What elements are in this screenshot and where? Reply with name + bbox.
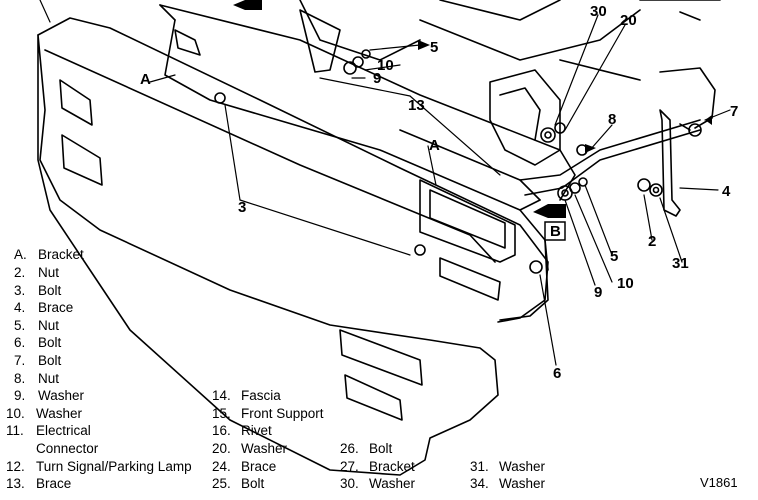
callout-31: 31 [672,255,689,272]
callout-9-top: 9 [373,70,381,87]
brace-4 [659,67,716,217]
callout-5-right: 5 [610,248,618,265]
callout-6: 6 [553,365,561,382]
legend-item: 27.Bracket [340,459,415,474]
legend-item: 4.Brace [14,300,74,315]
callout-7: 7 [730,103,738,120]
legend-item: 5.Nut [14,318,60,333]
legend-item: 7.Bolt [14,353,62,368]
callout-10-top: 10 [377,57,394,74]
callout-5-top: 5 [430,39,438,56]
legend-item: 20.Washer [212,441,288,456]
legend-item: 34.Washer [470,476,546,491]
legend-item: 8.Nut [14,371,60,386]
legend-item: 2.Nut [14,265,60,280]
direction-arrows [233,0,712,218]
callout-3: 3 [238,199,246,216]
legend-item: 13.Brace [6,476,72,491]
callout-13: 13 [408,97,425,114]
legend-item: 12.Turn Signal/Parking Lamp [6,459,192,474]
leader-lines [39,0,731,366]
callout-30: 30 [590,3,607,20]
callout-9-right: 9 [594,284,602,301]
callout-20: 20 [620,12,637,29]
legend-item: 3.Bolt [14,283,62,298]
bracket-assembly [299,0,721,196]
legend-item: 24.Brace [212,459,277,474]
diagram-code: V1861 [700,475,738,490]
legend-item: 6.Bolt [14,335,62,350]
legend-item: 15.Front Support [212,406,324,421]
legend-item: 30.Washer [340,476,416,491]
legend-item: 9.Washer [14,388,85,403]
legend-item: 31.Washer [470,459,546,474]
legend-item: 10.Washer [6,406,83,421]
fascia [37,17,549,476]
callout-4: 4 [722,183,731,200]
front-support [159,4,576,321]
legend-item: Connector [36,441,99,456]
callout-8: 8 [608,111,616,128]
callout-a-left: A [140,71,151,88]
legend-item: A.Bracket [14,247,84,262]
legend-item: 16.Rivet [212,423,272,438]
legend-item: 14.Fascia [212,388,281,403]
callout-10-right: 10 [617,275,634,292]
callout-a-center: A [429,137,440,154]
view-b-box [544,221,566,241]
callout-2: 2 [648,233,656,250]
legend-item: 11.Electrical [6,423,91,438]
legend-item: 25.Bolt [212,476,265,491]
callout-b: B [550,223,561,240]
legend-item: 26.Bolt [340,441,393,456]
